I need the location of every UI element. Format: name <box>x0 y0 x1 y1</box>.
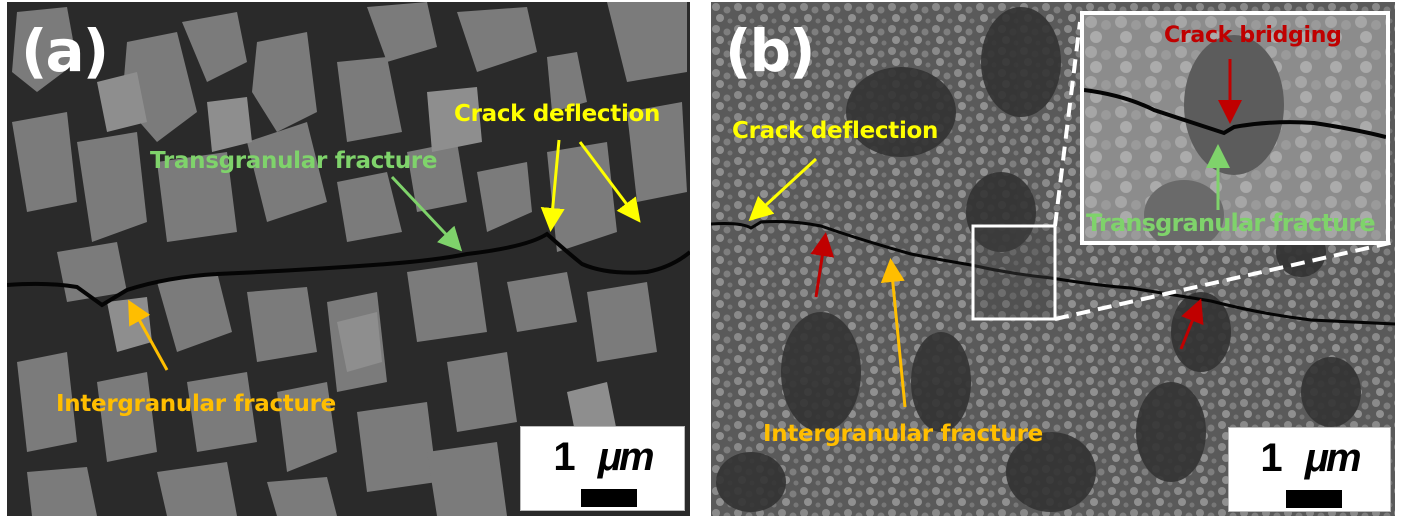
inset-annotation-transgranular-fracture: Transgranular fracture <box>1086 209 1376 237</box>
panel-b-micrograph: (b) Crack deflection Intergranular fract… <box>711 2 1395 516</box>
panel-label-a: (a) <box>21 17 109 85</box>
scale-bar-label: 1 μm <box>1260 436 1361 480</box>
annotation-crack-deflection: Crack deflection <box>454 101 661 127</box>
inset-annotation-crack-bridging: Crack bridging <box>1164 23 1342 48</box>
scale-bar-b: 1 μm <box>1228 427 1391 512</box>
inset-sem-image <box>1084 15 1386 241</box>
annotation-intergranular-fracture: Intergranular fracture <box>763 421 1043 447</box>
inset-magnified-view: Crack bridging Transgranular fracture <box>1080 11 1390 245</box>
scale-bar-label: 1 μm <box>553 435 654 479</box>
panel-a-micrograph: (a) Crack deflection Transgranular fract… <box>7 2 690 516</box>
scale-bar-a: 1 μm <box>520 426 685 511</box>
sem-image-coarse-grains <box>7 2 690 516</box>
panel-label-b: (b) <box>725 17 816 85</box>
scale-bar-line <box>1286 490 1342 508</box>
scale-bar-line <box>581 489 637 507</box>
annotation-intergranular-fracture: Intergranular fracture <box>56 391 336 417</box>
annotation-transgranular-fracture: Transgranular fracture <box>150 148 438 174</box>
annotation-crack-deflection: Crack deflection <box>732 118 939 144</box>
